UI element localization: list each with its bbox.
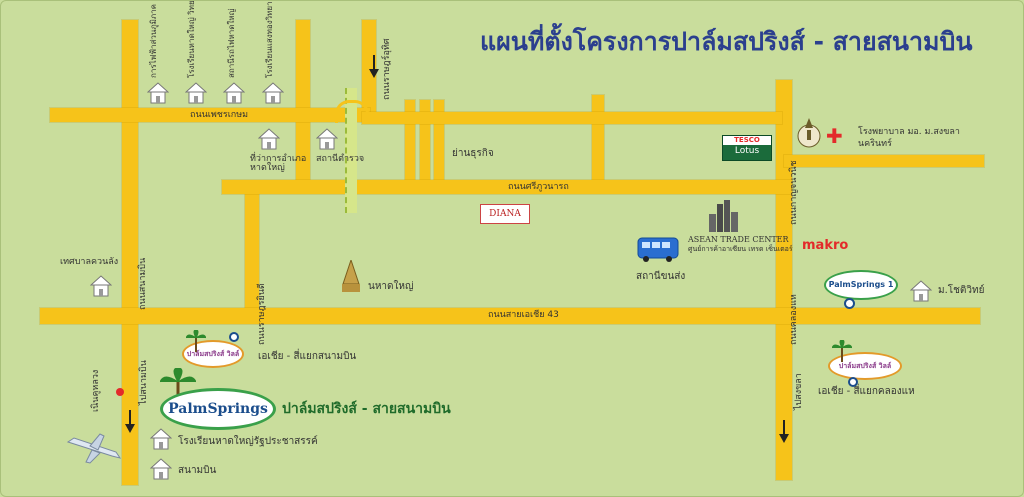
main-project-label: ปาล์มสปริงส์ - สายสนามบิน	[282, 401, 451, 417]
makro-logo: makro	[802, 238, 849, 253]
label-hatyai-airport: ถนนสนามบิน	[138, 257, 148, 310]
label-phetkasem: ถนนเพชรเกษม	[190, 110, 249, 120]
house-icon	[185, 82, 207, 104]
label-temple: นหาดใหญ่	[368, 281, 414, 292]
location-dot-icon	[844, 298, 855, 309]
arrow-down-icon	[369, 55, 379, 78]
road-srisunthon	[222, 180, 792, 194]
label-school4: โรงเรียนแสงทองวิทยา	[265, 1, 274, 78]
house-icon	[262, 82, 284, 104]
location-dot-icon	[229, 332, 239, 342]
label-airport: สนามบิน	[178, 465, 217, 476]
location-marker-icon	[116, 388, 124, 396]
location-dot-icon	[848, 377, 858, 387]
bus-icon	[637, 237, 679, 262]
tesco-lotus-logo: TESCO Lotus	[722, 135, 772, 161]
road-asia43	[40, 308, 980, 324]
label-school1: การไฟฟ้าส่วนภูมิภาค อำเภอหาดใหญ่	[149, 0, 158, 78]
label-asia-klonghae: เอเชีย - สี่แยกคลองแห	[818, 386, 915, 397]
road-hospital	[784, 155, 984, 167]
building-icon	[709, 200, 738, 232]
label-asean: ASEAN TRADE CENTER	[688, 235, 789, 244]
palm-tree-icon	[186, 330, 206, 352]
label-kanchanawanit: ถนนกาญจนวนิช	[789, 160, 799, 225]
road-soi-1	[405, 100, 415, 185]
house-icon	[150, 428, 172, 450]
label-kanchanawanit-left: เนินคูหลวง	[91, 369, 101, 412]
house-icon	[90, 275, 112, 297]
airplane-icon	[66, 433, 122, 464]
label-to-songkhla: ไปสงขลา	[794, 373, 804, 410]
arrow-down-icon	[779, 420, 789, 443]
overpass-arch	[335, 100, 369, 123]
palmsprings-ville-klonghae-logo: ปาล์มสปริงส์ วิลล์	[828, 352, 902, 380]
road-hatyai-airport	[122, 20, 138, 485]
label-to-airport: ไปสนามบิน	[139, 360, 149, 405]
house-icon	[150, 458, 172, 480]
road-connector-left	[245, 182, 259, 312]
label-rad-uthit: ถนนราษฎรยินดี	[257, 283, 267, 345]
palmsprings-main-logo: PalmSprings	[160, 388, 276, 430]
house-icon	[223, 82, 245, 104]
label-police: สถานีตำรวจ	[316, 154, 365, 164]
university-seal-icon	[797, 118, 821, 148]
road-phetkasem-east	[362, 112, 782, 124]
label-school-bottom: โรงเรียนหาดใหญ่รัฐประชาสรรค์	[178, 436, 318, 447]
road-soi-4	[592, 95, 604, 185]
palmsprings-1-logo: PalmSprings 1	[824, 270, 898, 300]
label-asean-sub: ศูนย์การค้าอาเซียน เทรด เซ็นเตอร์	[688, 245, 793, 253]
label-asia-airport: เอเชีย - สี่แยกสนามบิน	[258, 351, 357, 362]
label-district-office: ที่ว่าการอำเภอหาดใหญ่	[250, 154, 307, 173]
house-icon	[258, 128, 280, 150]
palm-tree-icon	[832, 340, 852, 362]
diana-logo: DIANA	[480, 204, 530, 224]
road-phetkasem	[50, 108, 370, 122]
road-soi-2	[420, 100, 430, 185]
house-icon	[147, 82, 169, 104]
palmsprings-ville-logo: ปาล์มสปริงส์ วิลล์	[182, 340, 244, 368]
label-school2: โรงเรียนหาดใหญ่ วิทยาลัยสมบูรณ์กุลกันยา	[187, 0, 196, 78]
label-asia43: ถนนสายเอเชีย 43	[488, 310, 559, 320]
road-soi-3	[434, 100, 444, 185]
arrow-down-icon	[125, 410, 135, 433]
label-srisunthon: ถนนศรีภูวนารถ	[508, 182, 569, 192]
label-school3: สถานีรถไฟหาดใหญ่	[227, 8, 236, 78]
hospital-cross-icon: ✚	[826, 124, 843, 148]
map-title: แผนที่ตั้งโครงการปาล์มสปริงส์ - สายสนามบ…	[480, 27, 973, 56]
label-chotiwit: ม.โชติวิทย์	[938, 285, 985, 296]
label-klonghae: ถนนคลองแห	[789, 294, 799, 345]
label-yan: ย่านธุรกิจ	[452, 148, 494, 159]
label-rajutit: ถนนราษฎร์อุทิศ	[382, 38, 392, 100]
house-icon	[316, 128, 338, 150]
house-icon	[910, 280, 932, 302]
label-municipality: เทศบาลควนลัง	[60, 257, 119, 267]
temple-icon	[342, 260, 360, 292]
road-vertical-2	[296, 20, 310, 190]
label-bus-station: สถานีขนส่ง	[636, 271, 686, 282]
road-rajutit	[362, 20, 376, 115]
label-hospital: โรงพยาบาล มอ. ม.สงขลานครินทร์	[858, 127, 960, 149]
